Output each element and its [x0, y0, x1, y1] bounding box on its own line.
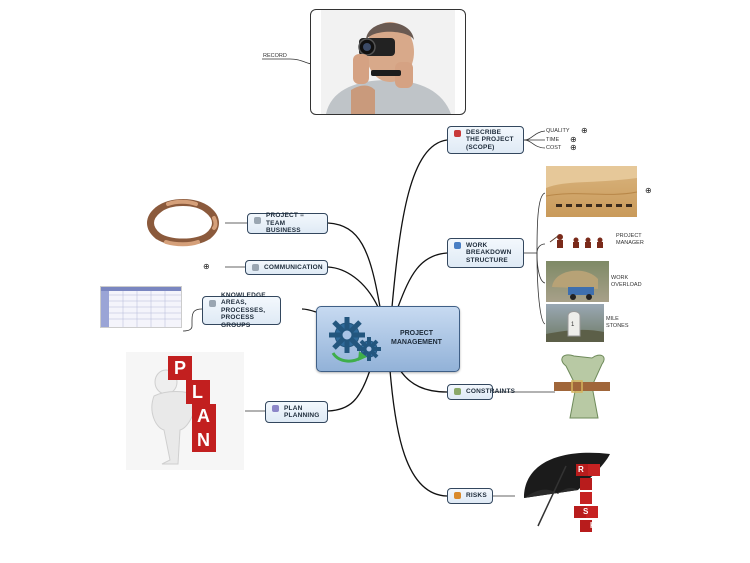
work-overload-image	[546, 261, 609, 302]
branch-describe-scope[interactable]: DESCRIBE THE PROJECT (SCOPE)	[447, 126, 524, 154]
project-manager-image	[546, 230, 614, 250]
branch-label: KNOWLEDGE AREAS, PROCESSES, PROCESS GROU…	[221, 292, 274, 330]
branch-plan-planning[interactable]: PLAN PLANNING	[265, 401, 328, 423]
branch-label: PLAN PLANNING	[284, 405, 320, 420]
gears-icon	[325, 313, 387, 365]
desert-caravan-image	[546, 166, 637, 217]
central-topic-label: PROJECT MANAGEMENT	[391, 330, 442, 347]
risk-letter-k: K	[590, 521, 596, 530]
expand-cost-icon[interactable]: ⊕	[570, 144, 577, 152]
branch-communication[interactable]: COMMUNICATION	[245, 260, 328, 275]
risk-letter-i: I	[602, 465, 604, 474]
camera-man-image	[310, 9, 466, 115]
grey-tag-icon	[254, 217, 261, 224]
umbrella-risk-image: R I S K	[518, 446, 618, 538]
blue-tag-icon	[454, 242, 461, 249]
plan-blocks-image: P L A N	[126, 352, 244, 470]
branch-label: CONSTRAINTS	[466, 388, 515, 396]
grey-tag-icon	[209, 300, 216, 307]
expand-desert-icon[interactable]: ⊕	[645, 187, 652, 195]
scope-item-quality: QUALITY	[546, 128, 570, 135]
plan-letter-l: L	[192, 382, 203, 403]
orange-tag-icon	[454, 492, 461, 499]
branch-label: PROJECT = TEAM BUSINESS	[266, 212, 321, 235]
record-label: RECORD	[263, 53, 287, 60]
central-topic[interactable]: PROJECT MANAGEMENT	[316, 306, 460, 372]
milestone-image: 1	[546, 304, 604, 342]
branch-knowledge-areas[interactable]: KNOWLEDGE AREAS, PROCESSES, PROCESS GROU…	[202, 296, 281, 325]
knowledge-table-image	[100, 286, 182, 328]
branch-label: COMMUNICATION	[264, 264, 323, 272]
branch-wbs[interactable]: WORK BREAKDOWN STRUCTURE	[447, 238, 524, 268]
expand-quality-icon[interactable]: ⊕	[581, 127, 588, 135]
scope-item-time: TIME	[546, 137, 559, 144]
branch-risks[interactable]: RISKS	[447, 488, 493, 504]
branch-constraints[interactable]: CONSTRAINTS	[447, 384, 493, 400]
expand-communication-icon[interactable]: ⊕	[203, 263, 210, 271]
plan-letter-a: A	[197, 406, 210, 427]
wbs-item-milestones: MILE STONES	[606, 316, 629, 329]
branch-label: WORK BREAKDOWN STRUCTURE	[466, 242, 512, 265]
red-tag-icon	[454, 130, 461, 137]
purple-tag-icon	[272, 405, 279, 412]
wbs-item-work-overload: WORK OVERLOAD	[611, 275, 642, 288]
plan-letter-p: P	[174, 358, 186, 379]
scope-item-cost: COST	[546, 145, 561, 152]
money-belt-image	[552, 352, 612, 420]
risk-letter-s: S	[583, 507, 588, 516]
green-tag-icon	[454, 388, 461, 395]
branch-team-business[interactable]: PROJECT = TEAM BUSINESS	[247, 213, 328, 234]
grey-tag-icon	[252, 264, 259, 271]
branch-label: RISKS	[466, 492, 487, 500]
plan-letter-n: N	[197, 430, 210, 451]
branch-label: DESCRIBE THE PROJECT (SCOPE)	[466, 129, 514, 152]
wbs-item-project-manager: PROJECT MANAGER	[616, 233, 644, 246]
team-hands-image	[140, 196, 225, 248]
risk-letter-r: R	[578, 465, 584, 474]
